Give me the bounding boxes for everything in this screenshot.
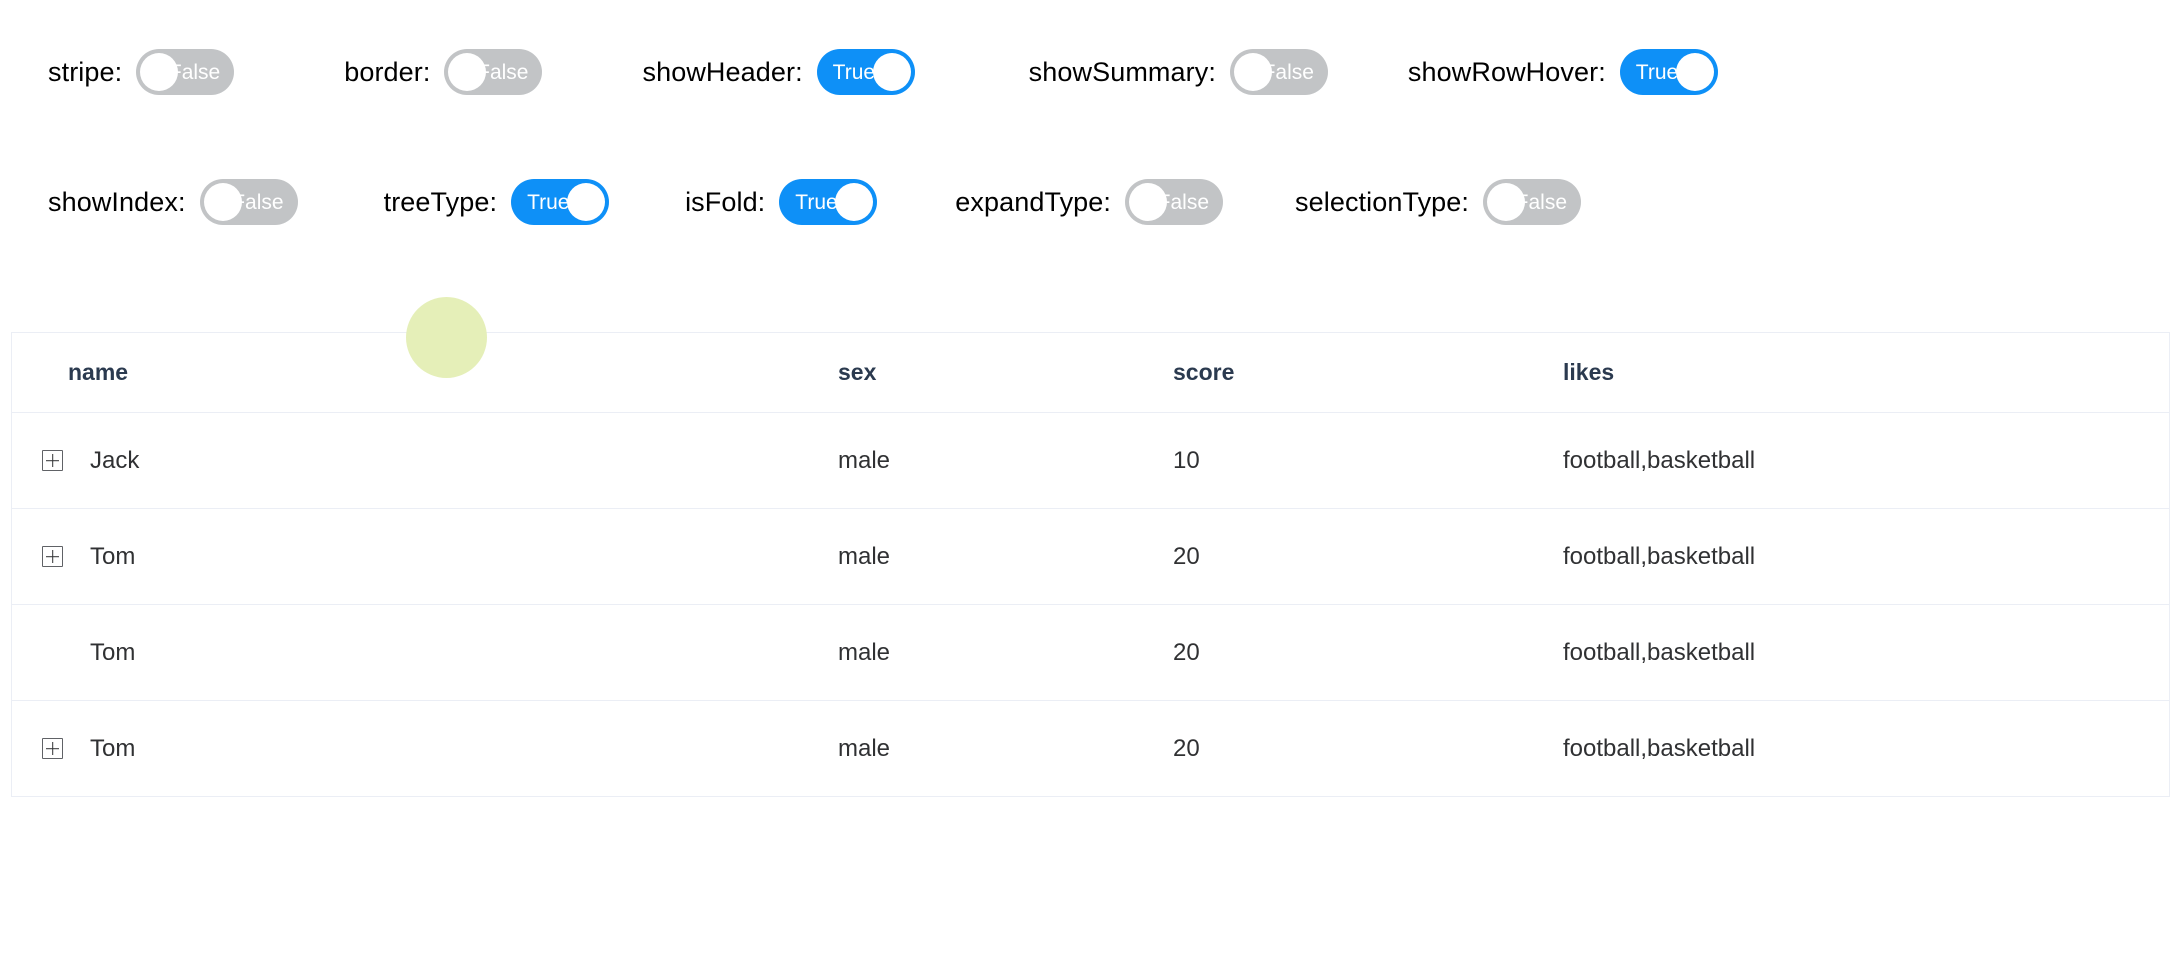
control-show-summary: showSummary: False	[1029, 49, 1328, 95]
cell-name: Tom	[12, 543, 832, 571]
switch-knob-icon	[448, 53, 487, 91]
switch-knob-icon	[567, 183, 606, 221]
cell-sex: male	[838, 542, 891, 570]
switch-stripe[interactable]: False	[136, 49, 235, 95]
cell-score: 20	[1173, 734, 1200, 762]
cell-likes: football,basketball	[1563, 734, 1756, 762]
control-show-header: showHeader: True	[642, 49, 915, 95]
controls-row-1: stripe: False border: False showHeader: …	[0, 42, 2180, 102]
control-show-row-hover: showRowHover: True	[1408, 49, 1718, 95]
control-selection-type: selectionType: False	[1295, 179, 1582, 225]
switch-knob-icon	[1233, 53, 1272, 91]
expand-plus-icon[interactable]	[42, 546, 63, 567]
switch-tree-type[interactable]: True	[511, 179, 610, 225]
cell-name-text: Jack	[90, 446, 140, 474]
switch-is-fold[interactable]: True	[779, 179, 878, 225]
controls-panel: stripe: False border: False showHeader: …	[0, 0, 2180, 232]
switch-knob-icon	[1675, 53, 1714, 91]
switch-knob-icon	[1129, 183, 1168, 221]
switch-stripe-state: False	[168, 60, 221, 84]
switch-show-summary-state: False	[1262, 60, 1314, 84]
switch-show-header-state: True	[832, 60, 876, 84]
column-header-likes[interactable]: likes	[1563, 359, 1615, 385]
table-row[interactable]: Jack male 10 football,basketball	[12, 413, 2169, 509]
cell-score: 20	[1173, 542, 1200, 570]
control-is-fold: isFold: True	[685, 179, 878, 225]
control-stripe: stripe: False	[48, 49, 235, 95]
switch-knob-icon	[872, 53, 911, 91]
cell-name-text: Tom	[90, 734, 136, 762]
expand-plus-icon[interactable]	[42, 450, 63, 471]
cell-score: 10	[1173, 446, 1200, 474]
cell-sex: male	[838, 638, 891, 666]
cell-sex: male	[838, 734, 891, 762]
cell-name: Tom	[12, 735, 832, 763]
switch-show-index[interactable]: False	[199, 179, 298, 225]
column-header-name[interactable]: name	[68, 359, 129, 385]
control-border: border: False	[344, 49, 543, 95]
switch-show-header[interactable]: True	[816, 49, 915, 95]
switch-show-index-state: False	[232, 190, 284, 214]
cell-sex: male	[838, 446, 891, 474]
switch-expand-type[interactable]: False	[1125, 179, 1224, 225]
switch-show-row-hover-state: True	[1635, 60, 1679, 84]
switch-is-fold-state: True	[795, 190, 838, 214]
switch-knob-icon	[140, 53, 179, 91]
control-show-index: showIndex: False	[48, 179, 298, 225]
controls-row-2: showIndex: False treeType: True isFold: …	[0, 172, 2180, 232]
expand-slot	[42, 737, 80, 761]
cell-likes: football,basketball	[1563, 446, 1756, 474]
expand-slot	[42, 449, 80, 473]
control-tree-type: treeType: True	[383, 179, 610, 225]
switch-selection-type[interactable]: False	[1483, 179, 1582, 225]
label-border: border:	[344, 56, 431, 87]
switch-tree-type-state: True	[527, 190, 570, 214]
label-show-row-hover: showRowHover:	[1407, 56, 1606, 87]
label-selection-type: selectionType:	[1295, 186, 1470, 217]
label-show-index: showIndex:	[48, 186, 186, 217]
table-header-row: name sex score likes	[12, 333, 2169, 413]
column-header-sex[interactable]: sex	[838, 359, 877, 385]
table-row[interactable]: Tom male 20 football,basketball	[12, 605, 2169, 701]
expand-plus-icon[interactable]	[42, 738, 63, 759]
label-tree-type: treeType:	[383, 186, 498, 217]
switch-show-row-hover[interactable]: True	[1619, 49, 1718, 95]
label-expand-type: expandType:	[955, 186, 1112, 217]
label-stripe: stripe:	[48, 56, 123, 87]
expand-slot-empty	[42, 641, 80, 665]
switch-border-state: False	[477, 60, 529, 84]
switch-knob-icon	[203, 183, 242, 221]
switch-expand-type-state: False	[1157, 190, 1210, 214]
cell-name: Jack	[12, 447, 832, 475]
cell-name-text: Tom	[90, 542, 136, 570]
cell-likes: football,basketball	[1563, 638, 1756, 666]
label-show-header: showHeader:	[642, 56, 803, 87]
expand-slot	[42, 545, 80, 569]
control-expand-type: expandType: False	[955, 179, 1224, 225]
cell-likes: football,basketball	[1563, 542, 1756, 570]
switch-show-summary[interactable]: False	[1229, 49, 1328, 95]
label-is-fold: isFold:	[685, 186, 766, 217]
switch-knob-icon	[835, 183, 874, 221]
switch-knob-icon	[1487, 183, 1526, 221]
label-show-summary: showSummary:	[1028, 56, 1216, 87]
cell-name-text: Tom	[90, 638, 136, 666]
data-table: name sex score likes Jack male 10 footba…	[11, 332, 2170, 797]
switch-border[interactable]: False	[444, 49, 543, 95]
switch-selection-type-state: False	[1515, 190, 1568, 214]
cell-name: Tom	[12, 639, 832, 667]
cell-score: 20	[1173, 638, 1200, 666]
table-row[interactable]: Tom male 20 football,basketball	[12, 701, 2169, 797]
column-header-score[interactable]: score	[1173, 359, 1235, 385]
table-row[interactable]: Tom male 20 football,basketball	[12, 509, 2169, 605]
